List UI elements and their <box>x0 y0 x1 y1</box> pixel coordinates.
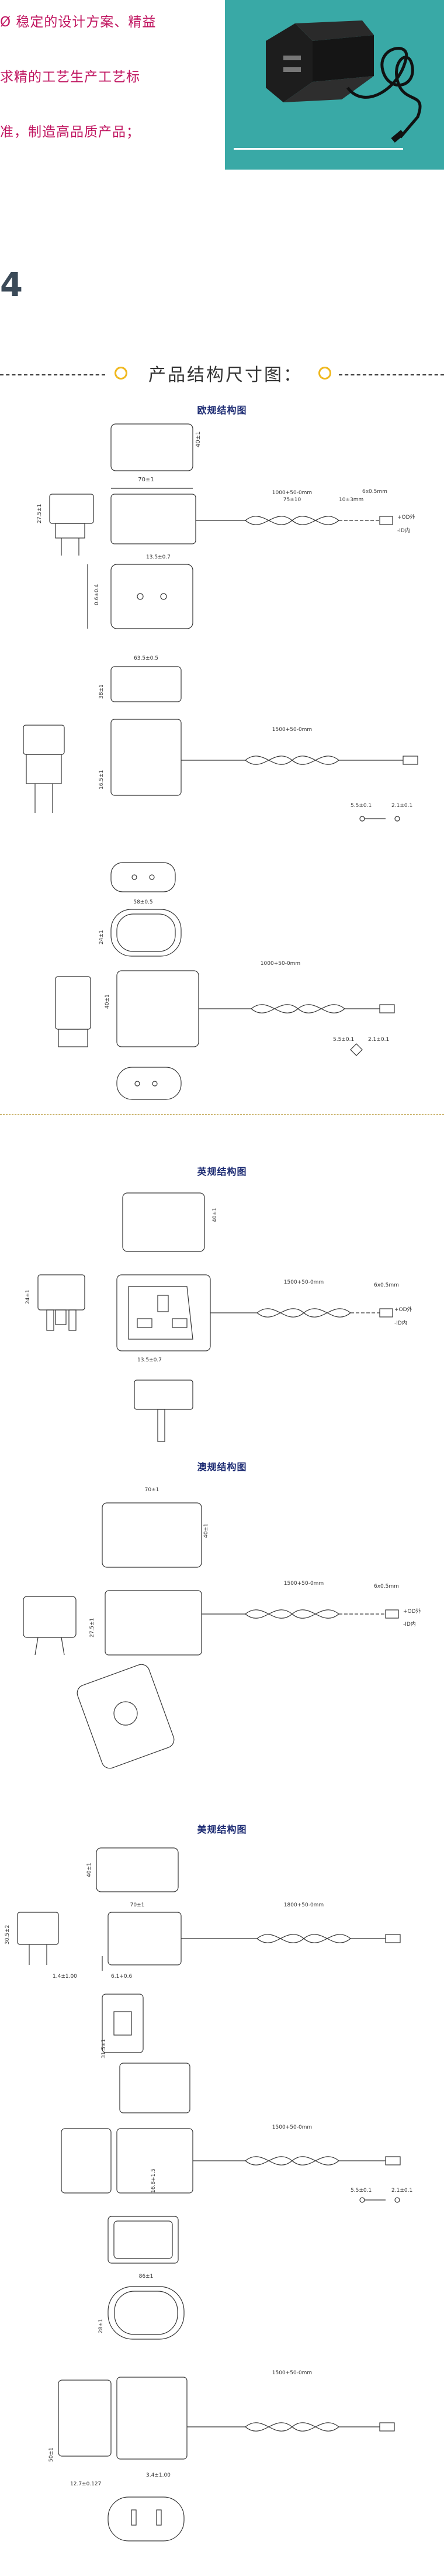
dim-eu1-id: -ID内 <box>397 527 410 534</box>
eu-drawing-1: 70±1 40±1 1000+50-0mm 75±10 6x0.5mm 10±3… <box>37 423 415 629</box>
dim-au-70: 70±1 <box>145 1487 159 1493</box>
product-photo <box>225 0 444 170</box>
dim-eu1-40: 40±1 <box>195 432 202 447</box>
dim-eu1-od: +OD外 <box>397 513 415 520</box>
dim-uk-40: 40±1 <box>212 1208 218 1222</box>
dim-eu3-58: 58±0.5 <box>133 899 152 905</box>
us-heading: 美规结构图 <box>197 1824 247 1835</box>
eu-heading: 欧规结构图 <box>197 405 247 416</box>
eu-drawing-2: 63.5±0.5 38±1 1500+50-0mm 16.5±1 5.5±0.1… <box>23 656 418 822</box>
dim-eu3-40: 40±1 <box>105 994 110 1009</box>
us-drawing: 70±1 40±1 1800+50-0mm 30.5±2 1.4±1.00 6.… <box>5 1847 412 2541</box>
dim-eu3-24: 24±1 <box>99 930 105 944</box>
dim-us-168: 16.8+1.5 <box>151 2168 157 2193</box>
dim-uk-135: 13.5±0.7 <box>137 1357 162 1363</box>
dim-us-40: 40±1 <box>86 1863 92 1877</box>
dim-eu2-38: 38±1 <box>99 684 105 699</box>
title-dot-right <box>318 367 331 380</box>
dim-eu2-cable: 1500+50-0mm <box>272 727 312 733</box>
dim-us-31: 31.5±1 <box>101 2039 107 2058</box>
au-drawing: 70±1 40±1 1500+50-0mm 6x0.5mm 27.5±1 +OD… <box>23 1487 421 1769</box>
au-heading: 澳规结构图 <box>197 1461 247 1473</box>
dim-eu2-55: 5.5±0.1 <box>351 803 372 809</box>
dim-us-cable-1: 1800+50-0mm <box>284 1902 324 1908</box>
eu-drawing-3: 58±0.5 24±1 1000+50-0mm 40±1 5.5±0.1 2.1… <box>55 862 395 1100</box>
dim-eu1-27: 27.5±1 <box>37 504 43 523</box>
uk-drawing: 40±1 1500+50-0mm 6x0.5mm +OD外 -ID内 24±1 … <box>25 1192 412 1442</box>
dim-eu1-70: 70±1 <box>138 477 154 483</box>
dim-eu1-cable: 1000+50-0mm <box>272 490 312 496</box>
dim-au-cable: 1500+50-0mm <box>284 1581 324 1587</box>
title-dash-left <box>0 374 105 375</box>
title-dash-right <box>339 374 444 375</box>
dim-us-61: 6.1+0.6 <box>111 1974 132 1980</box>
section-title: 产品结构尺寸图： <box>148 365 303 385</box>
dim-eu2-165: 16.5±1 <box>99 770 105 789</box>
dim-eu1-10x3: 10±3mm <box>339 497 363 503</box>
dim-eu2-63: 63.5±0.5 <box>134 656 158 661</box>
banner-line-1: Ø 稳定的设计方案、精益 <box>0 15 157 30</box>
dim-uk-6x5: 6x0.5mm <box>374 1282 399 1288</box>
uk-heading: 英规结构图 <box>197 1166 247 1177</box>
dim-uk-24: 24±1 <box>25 1289 31 1304</box>
banner-text: Ø 稳定的设计方案、精益 求精的工艺生产工艺标 准，制造高品质产品； <box>0 0 225 170</box>
dim-au-id: -ID内 <box>403 1620 416 1627</box>
dim-eu1-06: 0.6±0.4 <box>94 584 100 605</box>
dim-us-86: 86±1 <box>139 2274 154 2280</box>
dim-us-70: 70±1 <box>130 1902 145 1908</box>
dim-au-27: 27.5±1 <box>89 1618 95 1637</box>
dim-eu1-75: 75±10 <box>283 497 301 503</box>
dim-eu2-21: 2.1±0.1 <box>391 803 412 809</box>
dim-us-55: 5.5±0.1 <box>351 2188 372 2194</box>
dim-eu3-21: 2.1±0.1 <box>368 1037 389 1043</box>
dim-us-cable-2: 1500+50-0mm <box>272 2125 312 2130</box>
separator-1 <box>0 1114 444 1115</box>
section-number: 4 <box>0 266 23 304</box>
dim-us-cable-3: 1500+50-0mm <box>272 2370 312 2376</box>
dim-eu1-135: 13.5±0.7 <box>146 554 171 560</box>
dim-uk-cable: 1500+50-0mm <box>284 1280 324 1285</box>
dim-uk-od: +OD外 <box>394 1306 412 1313</box>
dim-us-34: 3.4±1.00 <box>146 2472 171 2478</box>
dim-us-28: 28±1 <box>98 2319 104 2333</box>
dim-us-127: 12.7±0.127 <box>70 2481 101 2487</box>
dim-us-14: 1.4±1.00 <box>53 1974 77 1980</box>
dim-au-6x5: 6x0.5mm <box>374 1584 399 1589</box>
dim-uk-id: -ID内 <box>394 1319 407 1326</box>
dim-eu3-cable: 1000+50-0mm <box>261 961 300 967</box>
top-banner: Ø 稳定的设计方案、精益 求精的工艺生产工艺标 准，制造高品质产品； <box>0 0 444 170</box>
title-dot-left <box>115 367 127 380</box>
dim-eu1-6x5: 6x0.5mm <box>362 489 387 495</box>
dim-us-30: 30.5±2 <box>5 1925 11 1944</box>
dim-au-od: +OD外 <box>403 1608 421 1615</box>
banner-line-3: 准，制造高品质产品； <box>0 125 140 140</box>
dim-us-50: 50±1 <box>48 2447 54 2462</box>
dim-us-21: 2.1±0.1 <box>391 2188 412 2194</box>
banner-line-2: 求精的工艺生产工艺标 <box>0 70 140 85</box>
dim-eu3-55: 5.5±0.1 <box>333 1037 354 1043</box>
banner-underline <box>234 148 403 150</box>
dim-au-40: 40±1 <box>203 1523 209 1538</box>
power-adapter-image <box>266 20 422 143</box>
